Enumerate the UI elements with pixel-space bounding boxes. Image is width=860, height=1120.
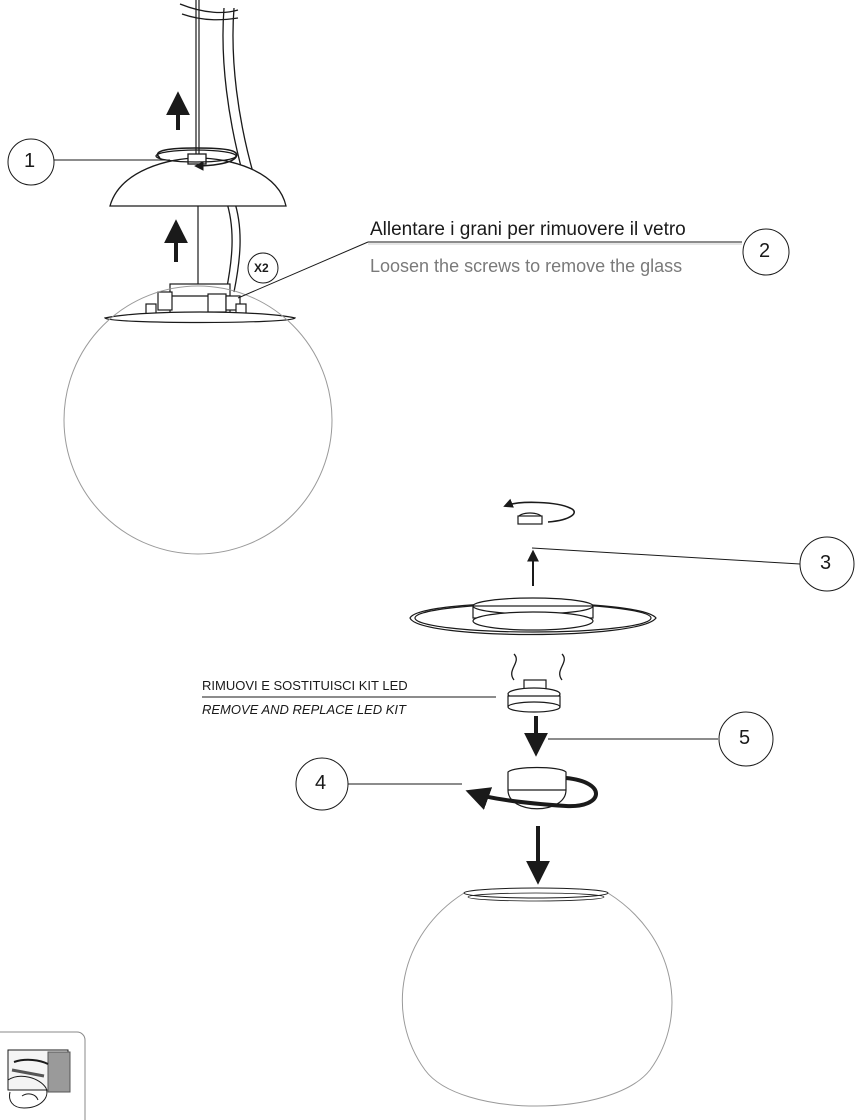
badge-x2-circle xyxy=(247,252,279,284)
arrows-top xyxy=(164,91,190,262)
callout-2-number: 2 xyxy=(759,240,771,262)
callout-2-circle xyxy=(742,228,790,276)
instruction-loosen-it: Allentare i grani per rimuovere il vetro xyxy=(370,219,686,240)
callout-4-number: 4 xyxy=(315,772,327,794)
reflector-disc xyxy=(409,597,657,636)
suspension-cable xyxy=(195,0,200,290)
callout-5-circle xyxy=(718,711,774,767)
rotate-arrow-top xyxy=(156,147,238,171)
canopy xyxy=(109,149,287,207)
callout-4-circle xyxy=(295,757,349,811)
instruction-replace-en: REMOVE AND REPLACE LED KIT xyxy=(202,702,406,717)
nut-assembly xyxy=(517,512,543,525)
hand-holding-tool-icon xyxy=(7,1049,71,1109)
callout-1-circle xyxy=(7,138,55,186)
leader-lines-bottom xyxy=(202,547,801,785)
instruction-replace-it: RIMUOVI E SOSTITUISCI KIT LED xyxy=(202,678,408,693)
badge-x2-label: X2 xyxy=(254,261,269,275)
globe-top xyxy=(63,285,333,555)
power-cord xyxy=(179,3,255,293)
callout-1-number: 1 xyxy=(24,150,36,172)
callout-circles xyxy=(7,138,855,811)
globe-bottom xyxy=(401,887,673,1107)
inset-image xyxy=(0,1031,86,1120)
rotate-arrow-nut xyxy=(503,498,575,523)
lamp-fitting xyxy=(103,283,297,324)
instruction-loosen-en: Loosen the screws to remove the glass xyxy=(370,256,683,276)
led-kit xyxy=(507,679,561,713)
rotate-arrow-holder xyxy=(465,776,598,810)
callout-3-number: 3 xyxy=(820,552,832,574)
callout-3-circle xyxy=(799,536,855,592)
led-wires xyxy=(511,653,565,681)
leader-lines-top xyxy=(54,159,742,299)
callout-5-number: 5 xyxy=(739,727,751,749)
